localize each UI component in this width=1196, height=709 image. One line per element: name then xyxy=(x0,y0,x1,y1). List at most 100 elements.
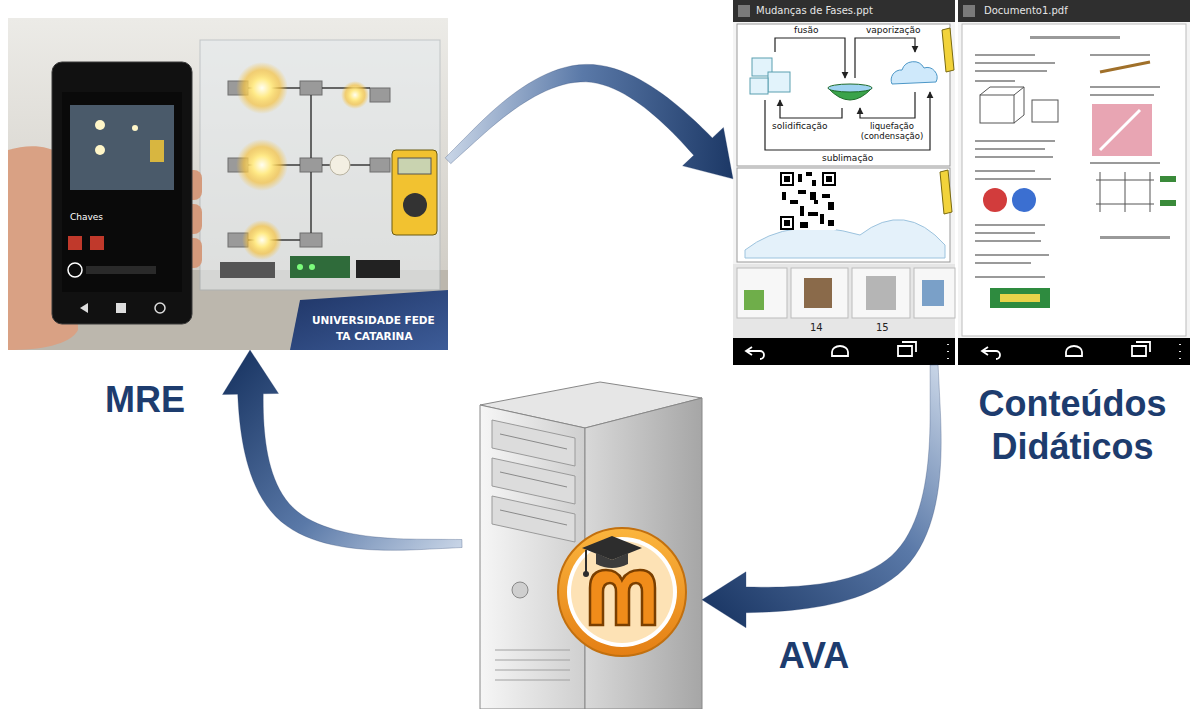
server-node: AVA xyxy=(462,378,702,709)
smartphone xyxy=(155,303,165,313)
document-line xyxy=(1090,86,1160,88)
document-line xyxy=(1030,36,1120,39)
smartphone xyxy=(150,140,164,162)
water-bowl xyxy=(828,84,872,100)
qr-code xyxy=(814,200,818,204)
smartphone xyxy=(116,303,126,313)
slide-number: 14 xyxy=(810,322,823,334)
wire xyxy=(310,172,312,233)
qr-code xyxy=(784,176,790,182)
moodle-logo xyxy=(558,528,686,656)
document-line xyxy=(975,36,1170,278)
graduation-cap xyxy=(585,550,587,572)
nav-icon xyxy=(746,347,764,359)
slide-number: 15 xyxy=(876,322,889,334)
circuit-board xyxy=(309,264,315,270)
scale-sketch xyxy=(1096,180,1154,204)
phone-screen-text: Chaves xyxy=(70,212,103,223)
smartphone xyxy=(62,92,182,292)
smartphone xyxy=(80,303,88,313)
water-bowl xyxy=(828,84,872,92)
presentation-screenshot xyxy=(737,24,950,166)
document-line xyxy=(975,62,1055,64)
wire xyxy=(310,95,312,158)
qr-code xyxy=(828,220,834,226)
vent xyxy=(495,650,570,680)
document-line xyxy=(1090,94,1154,96)
node-heading: MRE xyxy=(90,378,200,421)
thermometer-photo xyxy=(1092,104,1152,156)
qr-code xyxy=(828,202,834,210)
glowing-bulb xyxy=(236,139,288,191)
lamp-socket xyxy=(300,158,322,172)
glowing-bulb xyxy=(236,62,369,260)
cube-sketch xyxy=(980,95,1014,123)
phase-arrow xyxy=(765,38,930,150)
cycle-arrow xyxy=(702,365,941,628)
experiment-photo xyxy=(200,40,440,290)
circuit-board xyxy=(290,256,350,278)
document-screenshot xyxy=(1100,110,1140,150)
power-button xyxy=(512,582,528,598)
scale-sketch xyxy=(1100,172,1150,212)
qr-code xyxy=(782,174,792,184)
graduation-cap xyxy=(596,553,628,568)
presentation-screenshot xyxy=(738,5,750,17)
document-line xyxy=(975,156,1053,158)
qr-code xyxy=(824,174,834,184)
document-line xyxy=(975,240,1041,242)
graduation-cap xyxy=(582,536,642,577)
panel-lettering: UNIVERSIDADE FEDE xyxy=(312,314,435,327)
graduation-cap xyxy=(583,571,589,577)
document-screenshot xyxy=(1160,176,1176,182)
slide-thumbnail xyxy=(737,268,955,318)
panel-lettering: TA CATARINA xyxy=(336,330,413,343)
document-line xyxy=(975,276,1045,278)
qr-code xyxy=(780,172,836,230)
ice-cubes xyxy=(768,72,790,92)
phase-label: solidificação xyxy=(772,121,828,132)
qr-code xyxy=(780,172,836,230)
moodle-logo xyxy=(571,541,673,643)
document-line xyxy=(1090,54,1150,56)
ice-cubes xyxy=(750,78,768,94)
lamp-socket xyxy=(300,81,322,95)
document-line xyxy=(1090,162,1160,164)
smartphone xyxy=(132,125,138,131)
ice-sketch xyxy=(745,220,945,258)
document-screenshot xyxy=(958,0,1190,22)
lamp-socket xyxy=(370,88,390,102)
cycle-arrow xyxy=(445,64,733,178)
cube-sketch xyxy=(1032,100,1058,122)
phase-label: liquefação (condensação) xyxy=(860,121,924,141)
phase-arrow xyxy=(765,92,930,150)
drive-bay xyxy=(492,420,575,466)
nav-icon xyxy=(898,342,916,356)
slide-thumbnail xyxy=(914,268,955,318)
cold-ball xyxy=(1012,188,1036,212)
glowing-bulb xyxy=(330,155,350,175)
hot-ball xyxy=(983,188,1007,212)
phase-arrow xyxy=(860,92,915,118)
smartphone xyxy=(52,62,192,324)
nav-icon xyxy=(1179,344,1181,359)
scale-sketch xyxy=(1096,172,1154,212)
multimeter xyxy=(392,150,437,235)
glowing-bulb xyxy=(242,220,282,260)
experiment-photo xyxy=(8,18,448,350)
multimeter xyxy=(403,193,427,217)
university-panel xyxy=(290,290,448,350)
drive-bay xyxy=(492,496,575,542)
document-screenshot xyxy=(1160,200,1176,206)
presentation-screenshot xyxy=(733,338,955,365)
drive-bay xyxy=(492,458,575,504)
qr-code xyxy=(790,200,798,204)
smartphone xyxy=(68,263,82,277)
server-tower xyxy=(480,382,702,709)
experiment-photo-node: MRE xyxy=(8,18,448,350)
phase-label: vaporização xyxy=(866,25,920,36)
document-line xyxy=(975,70,1047,72)
lamp-socket xyxy=(370,158,390,172)
nav-icon xyxy=(982,347,1000,359)
qr-code xyxy=(784,220,790,226)
